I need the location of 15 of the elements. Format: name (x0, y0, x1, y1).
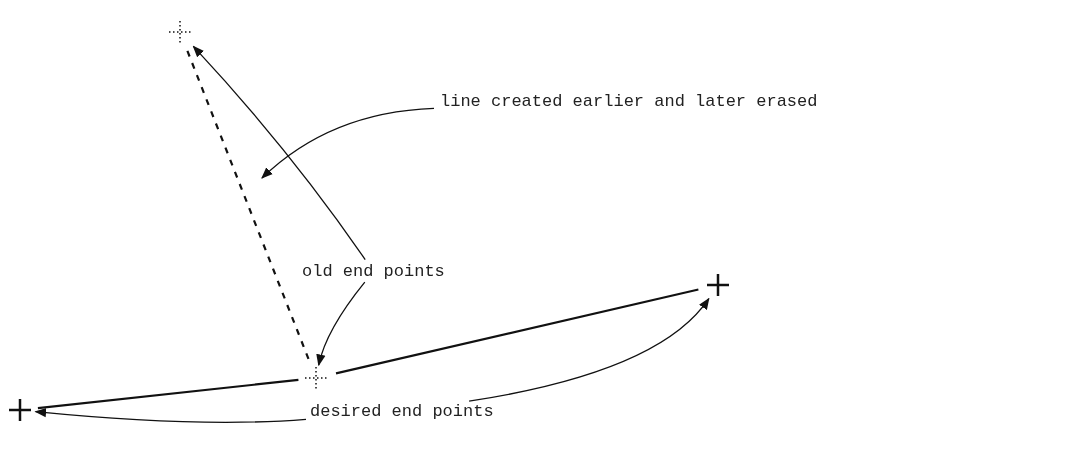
solid-line (335, 288, 699, 375)
leader-line (34, 407, 307, 423)
dotted-cross-mark (168, 20, 192, 44)
callout-text: old end points (302, 262, 445, 281)
callout-text: line created earlier and later erased (440, 92, 818, 111)
dashed-line (186, 50, 310, 360)
leader-line (468, 297, 710, 402)
dotted-cross-mark (304, 366, 328, 390)
cross-mark (706, 273, 730, 297)
leader-line (192, 45, 366, 261)
leader-line (261, 107, 435, 179)
solid-line (37, 378, 299, 410)
cross-mark (8, 398, 32, 422)
leader-line (316, 281, 366, 367)
callout-text: desired end points (310, 402, 494, 421)
